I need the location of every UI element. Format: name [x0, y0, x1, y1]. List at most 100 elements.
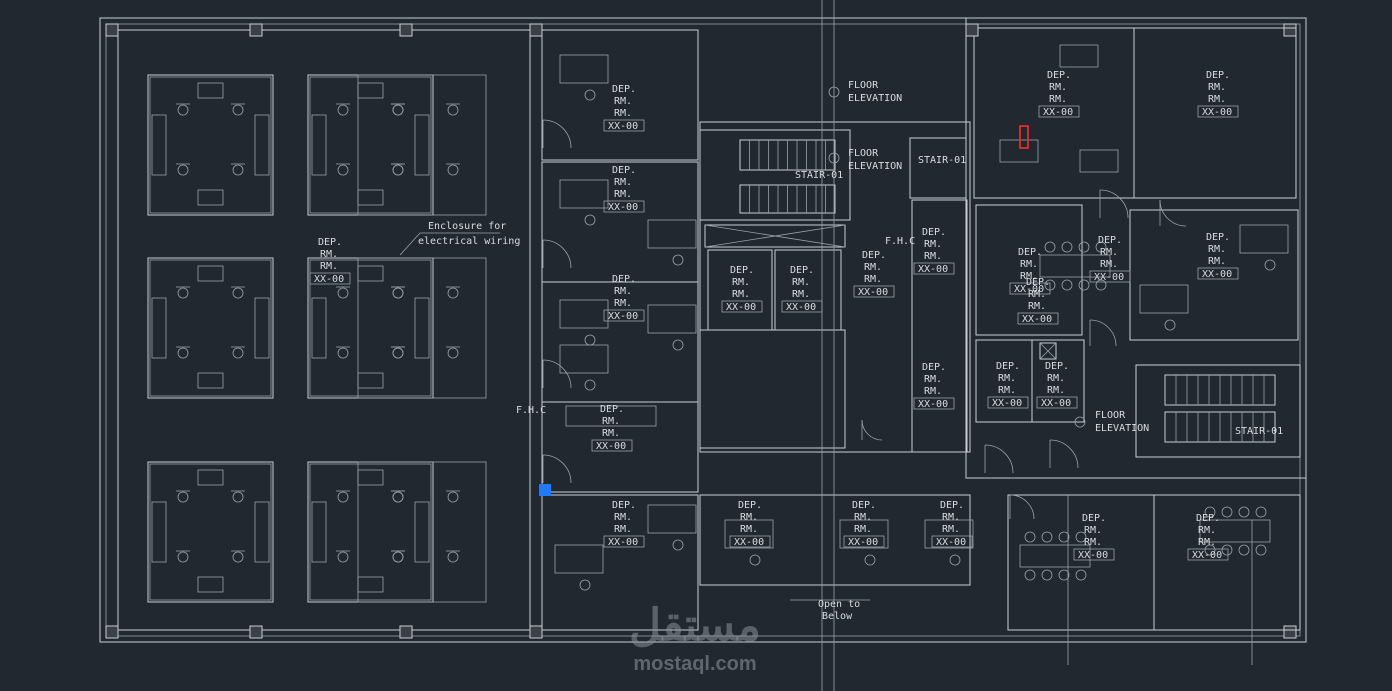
room-rm-label: RM. — [1028, 301, 1046, 312]
furniture — [554, 44, 1289, 591]
room-tag: DEP.RM.RM.XX-00 — [1036, 361, 1078, 409]
room-tag-box — [591, 439, 633, 452]
room-dep-label: DEP. — [996, 361, 1020, 372]
room-tag-box — [913, 262, 955, 275]
enclosure-note: Enclosure for — [428, 221, 506, 232]
room-tag-code: XX-00 — [918, 399, 948, 410]
text-layer: FLOOR ELEVATION FLOOR ELEVATION FLOOR EL… — [418, 80, 1283, 622]
elevation-label: ELEVATION — [848, 93, 902, 104]
enclosure-note: electrical wiring — [418, 236, 520, 247]
room-tag-code: XX-00 — [734, 537, 764, 548]
sofa-icon — [999, 139, 1039, 163]
conference-table-icon — [1039, 241, 1111, 291]
chair-icon — [392, 347, 404, 359]
room-tag: DEP.RM.RM.XX-00 — [843, 500, 885, 548]
chair-icon — [447, 164, 459, 176]
room-dep-label: DEP. — [318, 237, 342, 248]
room-rm-label: RM. — [320, 261, 338, 272]
chair-icon — [447, 347, 459, 359]
chair-icon — [232, 347, 244, 359]
room-dep-label: DEP. — [1018, 247, 1042, 258]
room-tag-box — [603, 535, 645, 548]
room-rm-label: RM. — [1208, 82, 1226, 93]
room-rm-label: RM. — [854, 524, 872, 535]
room-tag-box — [721, 300, 763, 313]
stair-icon — [1164, 374, 1276, 406]
outer-walls — [99, 17, 1307, 643]
chair-icon — [447, 287, 459, 299]
room-dep-label: DEP. — [1206, 232, 1230, 243]
floor-label: FLOOR — [848, 80, 879, 91]
room-rm-label: RM. — [740, 524, 758, 535]
room-tag-box — [1036, 396, 1078, 409]
room-rm-label: RM. — [1208, 244, 1226, 255]
room-rm-label: RM. — [1049, 94, 1067, 105]
chair-icon — [447, 551, 459, 563]
room-tag-code: XX-00 — [1043, 107, 1073, 118]
office-desk-icon — [559, 54, 609, 101]
workstation-cluster — [147, 461, 274, 603]
workstation-cluster — [357, 461, 487, 603]
room-tag-box — [1038, 105, 1080, 118]
room-rm-label: RM. — [864, 262, 882, 273]
room-tag-code: XX-00 — [1094, 272, 1124, 283]
watermark-arabic: مستقل — [629, 601, 761, 650]
room-rm-label: RM. — [602, 416, 620, 427]
sofa-icon — [1079, 149, 1119, 173]
room-tag-code: XX-00 — [1202, 107, 1232, 118]
watermark-latin: mostaql.com — [633, 653, 756, 675]
room-rm-label: RM. — [924, 374, 942, 385]
room-tag-box — [843, 535, 885, 548]
right-wing — [975, 27, 1301, 631]
room-rm-label: RM. — [320, 249, 338, 260]
office-desk-icon — [647, 304, 697, 351]
stair-icon — [739, 184, 836, 214]
room-tag: DEP.RM.RM.XX-00 — [913, 362, 955, 410]
room-rm-label: RM. — [614, 108, 632, 119]
room-rm-label: RM. — [614, 96, 632, 107]
chair-icon — [337, 491, 349, 503]
selection-grip-icon[interactable] — [539, 484, 551, 496]
room-dep-label: DEP. — [922, 362, 946, 373]
chair-icon — [392, 164, 404, 176]
room-tag: DEP.RM.RM.XX-00 — [1197, 70, 1239, 118]
room-rm-label: RM. — [732, 277, 750, 288]
building-core — [699, 121, 971, 586]
office-desk-icon — [924, 519, 974, 566]
room-tag: DEP.RM.RM.XX-00 — [1009, 247, 1051, 295]
room-tag-box — [729, 535, 771, 548]
room-dep-label: DEP. — [600, 404, 624, 415]
room-rm-label: RM. — [1047, 373, 1065, 384]
room-tag-code: XX-00 — [1192, 550, 1222, 561]
floor-label: FLOOR — [848, 148, 879, 159]
door-swing-icon — [542, 359, 572, 389]
room-dep-label: DEP. — [1047, 70, 1071, 81]
chair-icon — [392, 491, 404, 503]
room-dep-label: DEP. — [1206, 70, 1230, 81]
room-rm-label: RM. — [854, 512, 872, 523]
room-tag-code: XX-00 — [726, 302, 756, 313]
chair-icon — [177, 551, 189, 563]
chair-icon — [177, 104, 189, 116]
room-tag: DEP.RM.RM.XX-00 — [987, 361, 1029, 409]
room-rm-label: RM. — [614, 177, 632, 188]
room-tag-code: XX-00 — [608, 121, 638, 132]
office-desk-icon — [1139, 284, 1189, 331]
chair-icon — [177, 164, 189, 176]
chair-icon — [337, 164, 349, 176]
room-dep-label: DEP. — [612, 84, 636, 95]
room-tag-box — [603, 309, 645, 322]
room-tag-box — [781, 300, 823, 313]
door-swings — [542, 119, 1187, 520]
chair-icon — [337, 551, 349, 563]
room-tag-box — [603, 200, 645, 213]
room-rm-label: RM. — [614, 286, 632, 297]
room-tag: DEP.RM.RM.XX-00 — [1073, 513, 1115, 561]
office-desk-icon — [559, 299, 609, 346]
room-tag-code: XX-00 — [858, 287, 888, 298]
room-tag-code: XX-00 — [596, 441, 626, 452]
room-dep-label: DEP. — [852, 500, 876, 511]
chair-icon — [392, 104, 404, 116]
room-dep-label: DEP. — [1026, 277, 1050, 288]
chair-icon — [392, 551, 404, 563]
